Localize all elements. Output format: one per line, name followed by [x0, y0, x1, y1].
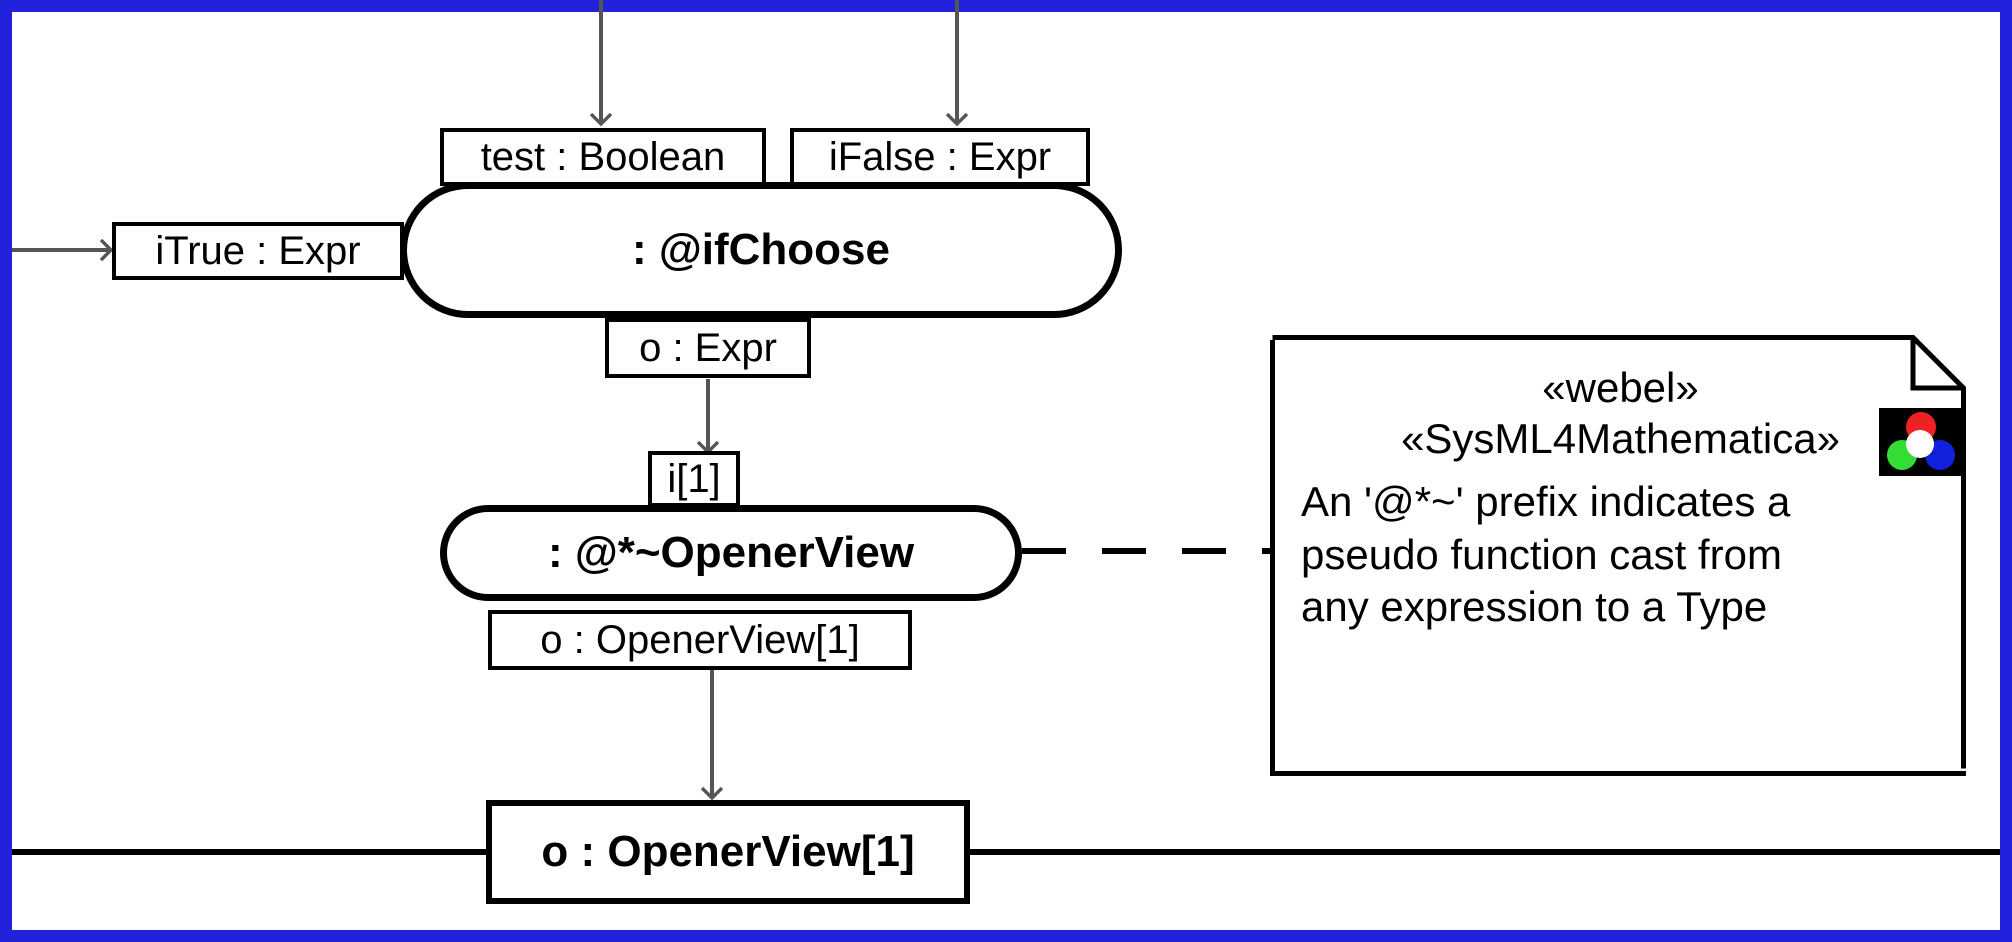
rgb-icon-white-center-circle [1906, 430, 1934, 458]
pin-itrue-expr-label: iTrue : Expr [155, 229, 361, 273]
pin-test-boolean-label: test : Boolean [480, 135, 726, 179]
object-node-result-label: o : OpenerView[1] [541, 827, 915, 876]
rgb-circles-icon [1879, 408, 1961, 476]
pin-opener-out[interactable]: o : OpenerView[1] [488, 610, 912, 670]
pin-ifchoose-out-expr-label: o : Expr [639, 326, 777, 370]
pin-ifchoose-out-expr[interactable]: o : Expr [605, 318, 811, 378]
pin-opener-out-label: o : OpenerView[1] [540, 618, 860, 662]
pin-test-boolean[interactable]: test : Boolean [440, 128, 766, 186]
note-text-line-2: pseudo function cast from [1301, 530, 1782, 578]
action-if-choose[interactable]: : @ifChoose [400, 182, 1122, 318]
note-outline [1272, 335, 1966, 769]
pin-itrue-expr[interactable]: iTrue : Expr [112, 222, 404, 280]
pin-ifalse-expr-label: iFalse : Expr [828, 135, 1052, 179]
pin-opener-in-i1-label: i[1] [667, 457, 721, 501]
note-text-line-3: any expression to a Type [1301, 582, 1768, 630]
note-text-line-1: An '@*~' prefix indicates a [1301, 478, 1791, 526]
note-body: «webel» «SysML4Mathematica» An '@*~' pre… [1275, 340, 1966, 771]
pin-opener-in-i1[interactable]: i[1] [648, 451, 740, 507]
action-opener-view-label: : @*~OpenerView [547, 528, 915, 577]
note-stereotype-webel: «webel» [1542, 364, 1699, 411]
comment-note[interactable]: «webel» «SysML4Mathematica» An '@*~' pre… [1270, 335, 1966, 776]
object-node-result[interactable]: o : OpenerView[1] [486, 800, 970, 904]
action-if-choose-label: : @ifChoose [631, 225, 890, 274]
note-stereotype-sysml4mathematica: «SysML4Mathematica» [1401, 415, 1840, 463]
pin-ifalse-expr[interactable]: iFalse : Expr [790, 128, 1090, 186]
action-opener-view[interactable]: : @*~OpenerView [440, 505, 1022, 601]
